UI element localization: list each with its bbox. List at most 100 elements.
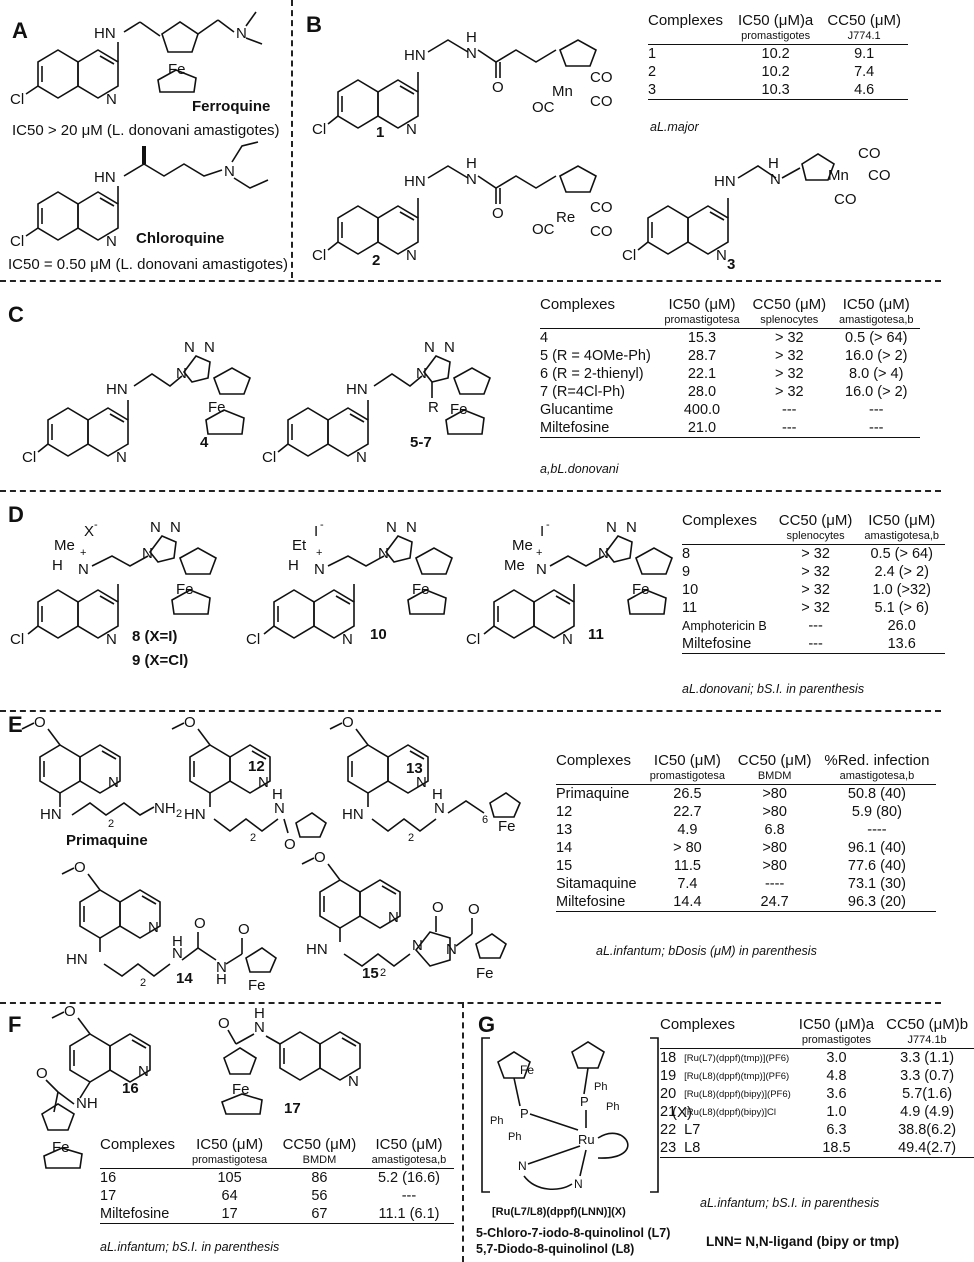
separator-b-c <box>0 280 941 282</box>
svg-text:Cl: Cl <box>10 631 24 648</box>
svg-text:Fe: Fe <box>450 401 468 418</box>
chloroquine-ic50: IC50 = 0.50 μM (L. donovani amastigotes) <box>8 256 289 273</box>
svg-text:CO: CO <box>868 167 891 184</box>
svg-text:N: N <box>172 945 183 962</box>
svg-text:O: O <box>432 899 444 916</box>
table-subheader: amastigotesa,b <box>817 769 936 785</box>
svg-text:Cl: Cl <box>22 449 36 466</box>
svg-text:N: N <box>138 1063 149 1080</box>
table-cell: [Ru(L8)(dppf)(bipy)](PF6) <box>684 1088 791 1100</box>
table-cell: 3 <box>648 81 731 100</box>
compound-13-label: 13 <box>406 760 423 777</box>
table-cell: 5 (R = 4OMe-Ph) <box>540 348 651 364</box>
svg-text:X: X <box>84 523 94 540</box>
svg-text:N: N <box>150 519 161 536</box>
table-cell: 5.2 (16.6) <box>377 1170 441 1186</box>
svg-text:6: 6 <box>482 814 488 826</box>
svg-text:Me: Me <box>54 537 75 554</box>
svg-text:NH: NH <box>154 800 176 817</box>
table-cell: 105 <box>217 1170 242 1186</box>
svg-text:H: H <box>466 29 477 46</box>
svg-text:N: N <box>434 800 445 817</box>
svg-text:-: - <box>546 519 550 531</box>
table-subheader <box>648 29 731 45</box>
table-cell: [Ru(L8)(dppf)(bipy)]Cl <box>684 1106 777 1118</box>
table-cell: 3.3 (0.7) <box>900 1068 955 1084</box>
svg-text:HN: HN <box>714 173 736 190</box>
svg-text:H: H <box>52 557 63 574</box>
svg-text:N: N <box>412 937 423 954</box>
table-header: Complexes <box>648 12 724 29</box>
table-cell: 3.6 <box>826 1086 847 1102</box>
ligand-l7-name: 5-Chloro-7-iodo-8-quinolinol (L7) <box>476 1226 671 1240</box>
svg-text:N: N <box>406 121 417 138</box>
table-header: CC50 (μM) <box>737 752 812 769</box>
svg-text:N: N <box>466 171 477 188</box>
table-cell: 10.2 <box>761 46 790 62</box>
compound-17-structure: N NH O Fe <box>218 1005 361 1115</box>
compound-16-label: 16 <box>122 1080 139 1097</box>
table-cell: 21.0 <box>657 419 747 438</box>
svg-text:NH: NH <box>76 1095 98 1112</box>
table-header: Complexes <box>556 752 632 769</box>
table-cell: 4.9 <box>677 822 698 838</box>
table-cell: 11.5 <box>673 858 701 874</box>
table-cell: --- <box>808 618 823 634</box>
svg-text:HN: HN <box>94 25 116 42</box>
svg-text:Fe: Fe <box>632 581 650 598</box>
table-cell: 4.6 <box>820 81 908 100</box>
table-cell: Miltefosine <box>556 893 644 912</box>
svg-text:N: N <box>386 519 397 536</box>
table-cell: 5.1 (> 6) <box>874 600 929 616</box>
general-formula: [Ru(L7/L8)(dppf)(LNN)](X) <box>492 1206 626 1218</box>
svg-text:H: H <box>254 1005 265 1022</box>
svg-text:CO: CO <box>590 199 613 216</box>
table-cell: 86 <box>311 1170 328 1186</box>
table-cell: 10 <box>682 582 699 598</box>
svg-text:O: O <box>194 915 206 932</box>
svg-text:2: 2 <box>380 967 386 979</box>
table-subheader <box>100 1153 185 1169</box>
svg-text:Mn: Mn <box>552 83 573 100</box>
svg-text:HN: HN <box>66 951 88 968</box>
table-cell: Miltefosine <box>100 1205 185 1224</box>
table-subheader: splenocytes <box>772 529 859 545</box>
svg-text:N: N <box>254 1019 265 1036</box>
svg-text:Me: Me <box>512 537 533 554</box>
svg-text:N: N <box>446 941 457 958</box>
table-cell: 67 <box>274 1205 364 1224</box>
table-cell: > 32 <box>774 348 804 364</box>
svg-text:Fe: Fe <box>176 581 194 598</box>
table-subheader <box>540 313 658 329</box>
panel-label-b: B <box>306 12 322 37</box>
table-cell: 4.8 <box>826 1068 847 1084</box>
panel-label-a: A <box>12 18 28 43</box>
table-cell: 7 (R=4Cl-Ph) <box>540 384 626 400</box>
table-cell: 15.3 <box>687 330 717 346</box>
svg-text:HN: HN <box>40 806 62 823</box>
table-subheader: promastigotesa <box>184 1153 275 1169</box>
table-cell: 3.3 (1.1) <box>900 1050 955 1066</box>
table-header: Complexes <box>682 512 758 529</box>
table-subheader: J774.1 <box>820 29 908 45</box>
svg-text:N: N <box>78 561 89 578</box>
table-cell: 56 <box>311 1188 328 1204</box>
table-cell: 16.0 (> 2) <box>845 384 908 400</box>
svg-text:N: N <box>106 233 117 250</box>
table-cell: 12 <box>556 804 573 820</box>
table-subheader <box>660 1033 793 1049</box>
table-cell: --- <box>746 419 833 438</box>
table-cell: Sitamaquine <box>556 876 637 892</box>
table-cell: 26.0 <box>887 618 916 634</box>
